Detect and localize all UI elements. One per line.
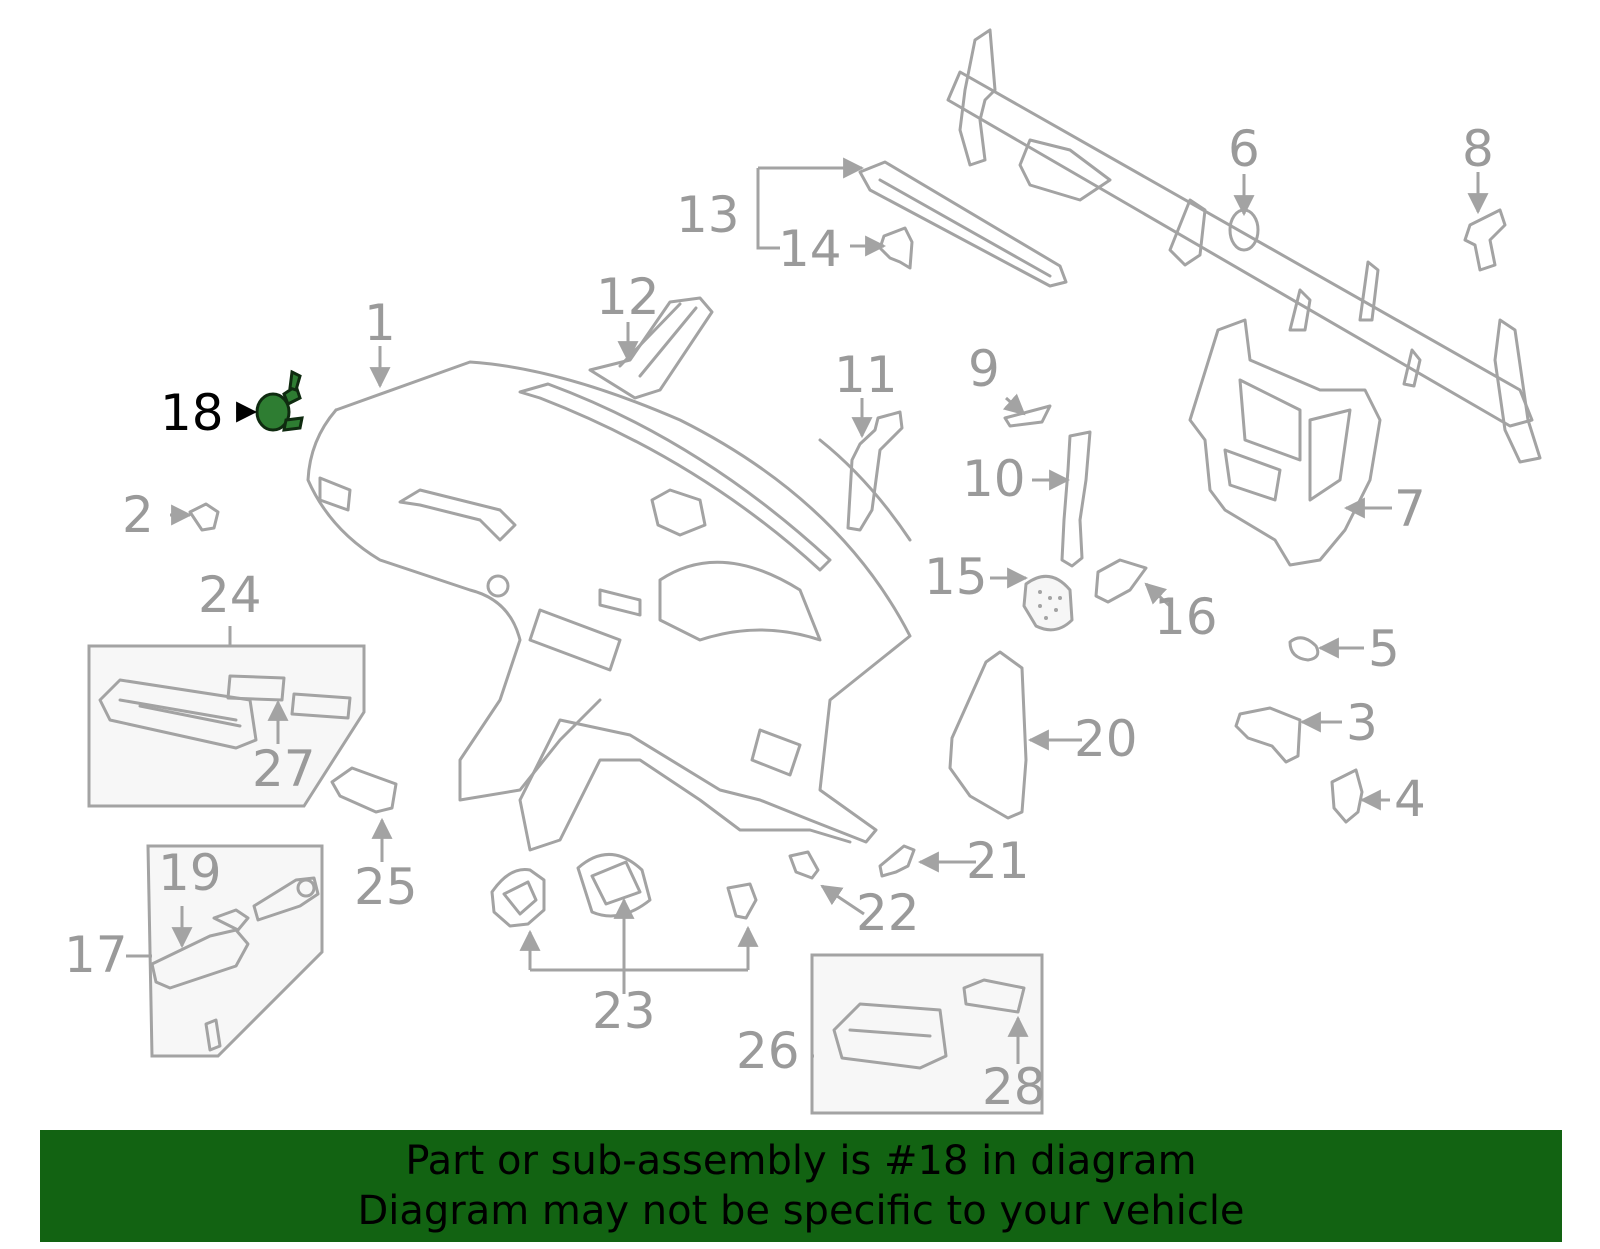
callout-labels: 1 2 3 4 5 6 7 8 9 10 11 12 13 14 15 16 1… <box>64 120 1494 1116</box>
callout-3[interactable]: 3 <box>1346 694 1378 752</box>
part-4-bracket <box>1330 768 1364 824</box>
footer-banner: Part or sub-assembly is #18 in diagram D… <box>40 1130 1562 1242</box>
callout-26[interactable]: 26 <box>736 1022 800 1080</box>
callout-17[interactable]: 17 <box>64 926 128 984</box>
footer-disclaimer: Diagram may not be specific to your vehi… <box>357 1188 1245 1234</box>
part-13-defroster-duct <box>858 160 1068 288</box>
part-3-bracket <box>1234 706 1302 764</box>
callout-13[interactable]: 13 <box>676 186 740 244</box>
callout-5[interactable]: 5 <box>1368 620 1400 678</box>
callout-19[interactable]: 19 <box>158 844 222 902</box>
callout-12[interactable]: 12 <box>596 268 660 326</box>
part-7-center-bracket <box>1188 318 1382 567</box>
part-2-clip <box>188 502 220 532</box>
inset-box-26 <box>810 953 1044 1115</box>
callout-22[interactable]: 22 <box>856 884 920 942</box>
callout-4[interactable]: 4 <box>1394 770 1426 828</box>
callout-16[interactable]: 16 <box>1154 588 1218 646</box>
part-15-speaker-cover <box>1022 574 1074 632</box>
part-18-highlighted <box>255 369 304 432</box>
part-6-support-beam <box>946 28 1542 464</box>
part-21-bracket <box>878 844 916 878</box>
part-11-brace <box>846 410 904 532</box>
callout-15[interactable]: 15 <box>924 548 988 606</box>
part-16-bracket <box>1094 558 1148 604</box>
callout-2[interactable]: 2 <box>122 486 154 544</box>
part-25-vent <box>330 766 398 814</box>
part-8-bracket <box>1463 208 1507 272</box>
part-23-bezels <box>490 853 758 928</box>
callout-11[interactable]: 11 <box>834 346 898 404</box>
footer-part-note: Part or sub-assembly is #18 in diagram <box>405 1138 1197 1184</box>
callout-10[interactable]: 10 <box>962 450 1026 508</box>
callout-27[interactable]: 27 <box>252 740 316 798</box>
callout-28[interactable]: 28 <box>982 1058 1046 1116</box>
callout-25[interactable]: 25 <box>354 858 418 916</box>
callout-9[interactable]: 9 <box>968 340 1000 398</box>
leader-lines <box>126 157 1489 1064</box>
part-14-clip <box>878 226 914 270</box>
part-5-grommet <box>1288 636 1320 662</box>
part-10-brace <box>1060 430 1092 568</box>
callout-8[interactable]: 8 <box>1462 120 1494 178</box>
part-22-clip <box>788 850 820 880</box>
callout-6[interactable]: 6 <box>1228 120 1260 178</box>
inset-box-17 <box>146 844 324 1058</box>
callout-18[interactable]: 18 <box>160 384 224 442</box>
part-20-side-panel <box>948 650 1028 820</box>
part-26-vent-assembly <box>832 978 1026 1070</box>
part-17-ignition-switch <box>150 876 320 1052</box>
callout-14[interactable]: 14 <box>778 220 842 278</box>
callout-20[interactable]: 20 <box>1074 710 1138 768</box>
part-9-clip <box>1003 404 1052 428</box>
part-1-dashboard <box>306 360 912 852</box>
callout-1[interactable]: 1 <box>364 294 396 352</box>
callout-23[interactable]: 23 <box>592 982 656 1040</box>
callout-7[interactable]: 7 <box>1394 480 1426 538</box>
callout-24[interactable]: 24 <box>198 566 262 624</box>
callout-21[interactable]: 21 <box>966 832 1030 890</box>
